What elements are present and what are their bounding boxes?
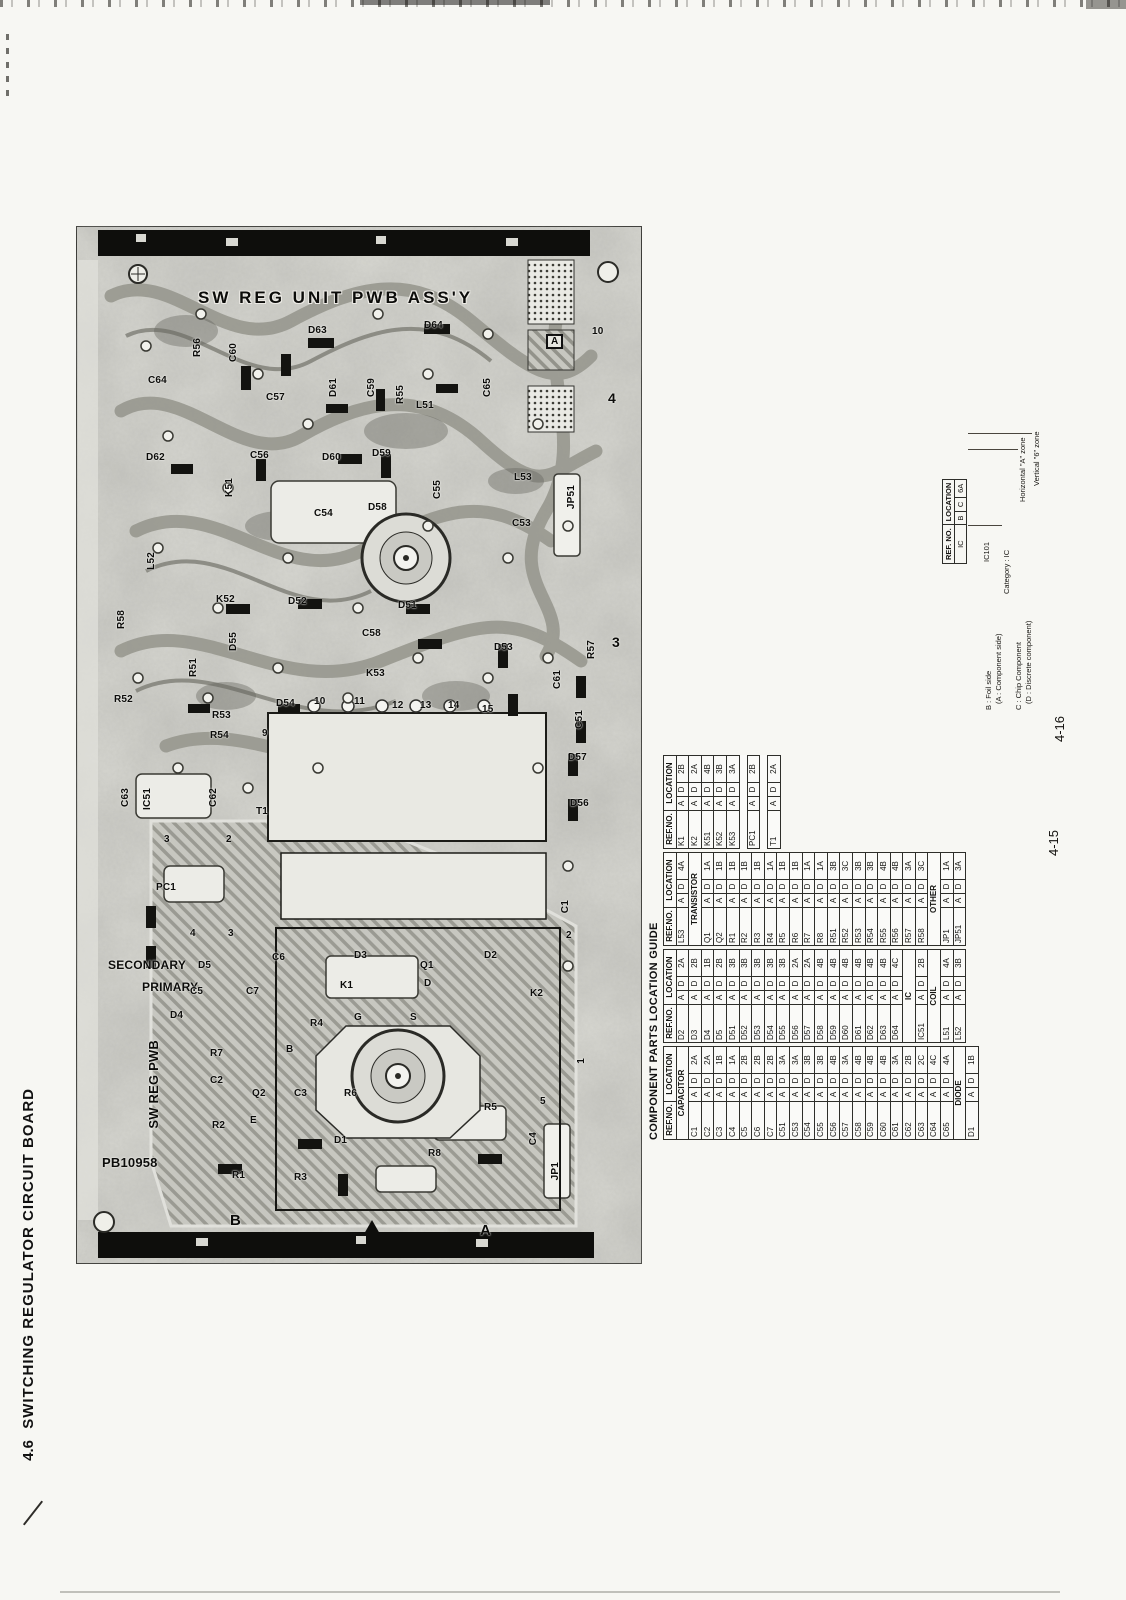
legend-loc-header: LOCATION [942, 479, 955, 525]
orientation-mark [364, 1220, 380, 1234]
legend-ref-header: REF. NO. [942, 524, 955, 564]
parts-table-title: COMPONENT PARTS LOCATION GUIDE [648, 922, 660, 1140]
legend-side: B [954, 511, 967, 525]
scan-artifact-corner [1086, 0, 1126, 9]
legend-note-discrete: (D : Discrete component) [1024, 620, 1033, 704]
legend-callout-line-1 [968, 525, 1002, 526]
legend: REF. NO. LOCATION IC B C 6A IC101 Catego… [940, 396, 1048, 712]
scan-artifact-left-dashes [6, 26, 9, 96]
legend-annotation-horizontal: Horizontal "A" zone [1018, 437, 1027, 502]
legend-ref-value: IC [954, 524, 967, 564]
legend-table: REF. NO. LOCATION IC B C 6A [942, 479, 967, 564]
legend-chip: C [954, 497, 967, 512]
scan-artifact-top-strip [0, 0, 1126, 7]
page-number-right: 4-16 [1052, 716, 1067, 743]
legend-note-chip: C : Chip Component [1014, 642, 1023, 710]
legend-annotation-vertical: Vertical "6" zone [1032, 431, 1041, 486]
legend-annotation-category: Category : IC [1002, 549, 1011, 594]
pcb-artwork [76, 226, 642, 1264]
section-number: 4.6 [20, 1440, 37, 1461]
pen-mark [22, 1500, 44, 1526]
legend-zone: 6A [954, 479, 967, 498]
pcb-board [76, 226, 642, 1264]
parts-location-guide: COMPONENT PARTS LOCATION GUIDE REF.NO.LO… [648, 708, 1012, 1140]
page-title: SWITCHING REGULATOR CIRCUIT BOARD [20, 1088, 37, 1429]
legend-note-foil: B : Foil side [984, 670, 993, 710]
legend-example: IC101 [982, 541, 991, 562]
scan-artifact-bottom-line [60, 1591, 1060, 1593]
legend-callout-line-3 [968, 433, 1032, 434]
legend-callout-line-2 [968, 449, 1018, 450]
legend-note-component-side: (A : Component side) [994, 633, 1003, 704]
page-number-left: 4-15 [1046, 830, 1061, 857]
scan-artifact-top-blob [360, 0, 550, 5]
